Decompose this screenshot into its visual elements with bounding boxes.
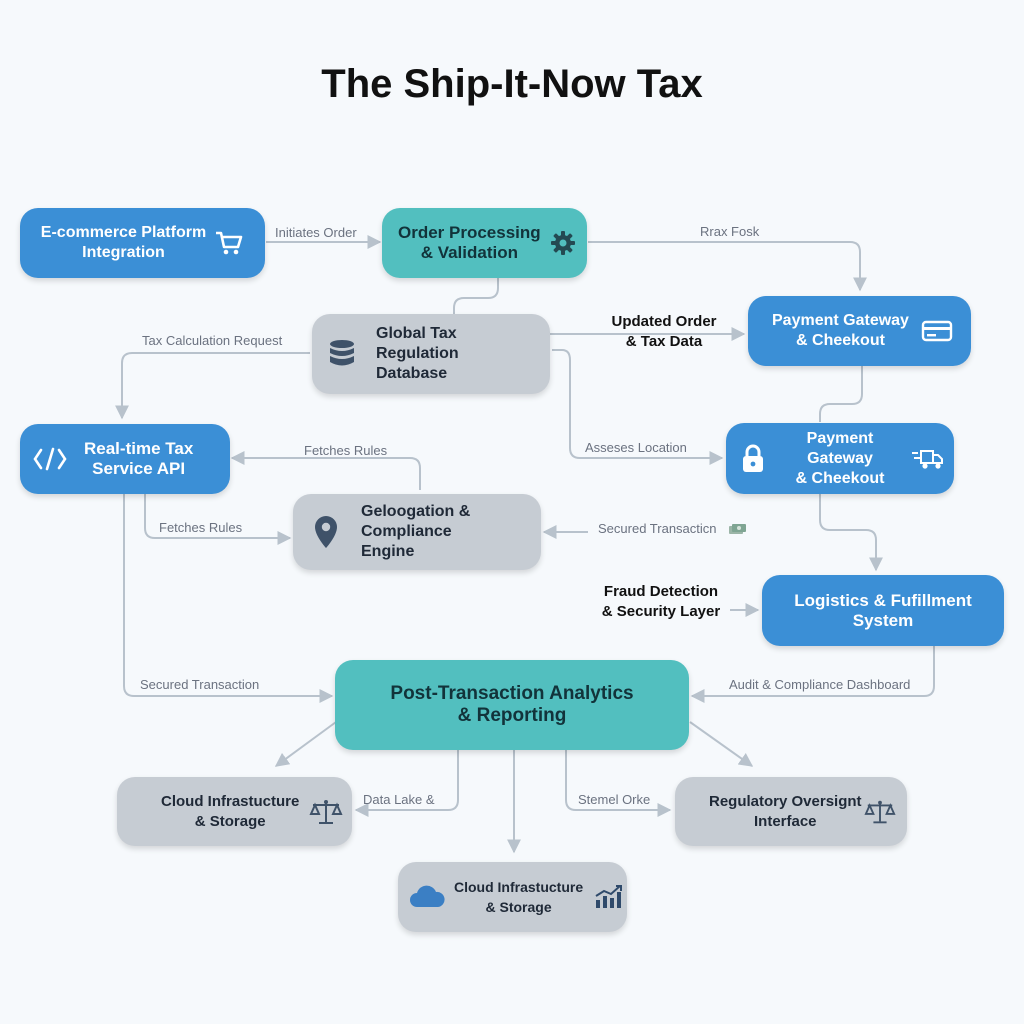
node-label: Payment Gateway & Cheekout — [795, 429, 885, 487]
node-payment-gateway-top[interactable]: Payment Gateway & Cheekout — [748, 296, 971, 366]
edge-globaltax-to-payment2 — [552, 349, 724, 465]
edge-order-to-payment1 — [588, 241, 867, 292]
edge-payment2-to-logistics — [819, 494, 883, 572]
node-ecommerce-platform[interactable]: E-commerce Platform Integration — [20, 208, 265, 278]
edge-order-to-globaltax — [453, 278, 499, 314]
edge-label-assesses-location: Asseses Location — [585, 440, 687, 455]
edge-label-tax-calculation-request: Tax Calculation Request — [142, 333, 283, 348]
edge-label-audit-dashboard: Audit & Compliance Dashboard — [729, 677, 911, 692]
bar-chart-icon — [593, 884, 623, 910]
delivery-truck-icon — [910, 447, 944, 471]
cloud-icon — [408, 884, 446, 910]
node-label: Order Processing & Validation — [398, 223, 541, 262]
edge-label-fetches-rules-top: Fetches Rules — [304, 443, 388, 458]
node-global-tax-database[interactable]: Global Tax Regulation Database — [312, 314, 550, 394]
node-label: Regulatory Oversignt Interface — [709, 792, 862, 830]
edge-analytics-to-cloudleft — [354, 750, 459, 817]
edge-logistics-to-analytics — [690, 646, 935, 703]
edge-payment1-to-payment2 — [819, 366, 863, 422]
node-payment-gateway-second[interactable]: Payment Gateway & Cheekout — [726, 423, 954, 494]
code-icon — [32, 446, 68, 472]
edge-analytics-to-cloudleft-diag — [274, 721, 337, 767]
node-label: Real-time Tax Service API — [84, 439, 194, 478]
edge-realtime-to-analytics — [123, 494, 334, 703]
node-realtime-tax-api[interactable]: Real-time Tax Service API — [20, 424, 230, 494]
node-logistics-system[interactable]: Logistics & Fufillment System — [762, 575, 1004, 646]
node-cloud-storage-bottom[interactable]: Cloud Infrastucture & Storage — [398, 862, 627, 932]
node-regulatory-interface[interactable]: Regulatory Oversignt Interface — [675, 777, 907, 846]
node-label: Cloud Infrastucture & Storage — [161, 792, 300, 830]
node-label: Post-Transaction Analytics & Reporting — [390, 683, 634, 726]
node-label: Logistics & Fufillment System — [794, 590, 972, 630]
edge-label-fetches-rules-left: Fetches Rules — [159, 520, 243, 535]
label-updated-order-tax-data: Updated Order & Tax Data — [611, 313, 717, 350]
edge-taxcalc-to-realtime — [115, 352, 310, 420]
node-order-processing[interactable]: Order Processing & Validation — [382, 208, 587, 278]
node-label: Geloogation & Compliance Engine — [361, 503, 471, 560]
edge-geoloc-to-realtime — [230, 451, 421, 490]
edge-label-secured-transaction-left: Secured Transaction — [140, 677, 260, 692]
shopping-cart-icon — [214, 230, 244, 256]
map-pin-icon — [313, 514, 339, 550]
edge-analytics-to-regulatory — [565, 750, 672, 817]
node-geolocation-engine[interactable]: Geloogation & Compliance Engine — [293, 494, 541, 570]
node-label: Cloud Infrastucture & Storage — [454, 879, 584, 915]
node-cloud-storage-left[interactable]: Cloud Infrastucture & Storage — [117, 777, 352, 846]
edge-label-initiates-order: Initiates Order — [275, 225, 357, 240]
label-fraud-detection-security: Fraud Detection & Security Layer — [601, 583, 721, 620]
node-label: E-commerce Platform Integration — [40, 224, 207, 261]
edge-label-rrax-fosk: Rrax Fosk — [700, 224, 760, 239]
node-label: Payment Gateway & Cheekout — [772, 312, 909, 349]
edge-label-secured-transaction-right: Secured Transacticn — [598, 521, 717, 536]
credit-card-icon — [921, 319, 953, 343]
edge-analytics-to-regulatory-diag — [689, 721, 754, 767]
lock-icon — [740, 443, 766, 475]
gear-icon — [549, 229, 577, 257]
database-icon — [328, 339, 356, 369]
scales-icon — [309, 798, 343, 826]
edge-label-data-lake: Data Lake & — [363, 792, 435, 807]
money-icon — [728, 522, 748, 541]
node-analytics-reporting[interactable]: Post-Transaction Analytics & Reporting — [335, 660, 689, 750]
edge-realtime-to-geoloc — [144, 494, 292, 545]
scales-icon — [863, 798, 896, 826]
node-label: Global Tax Regulation Database — [376, 325, 459, 382]
edge-label-stemel-orke: Stemel Orke — [578, 792, 651, 807]
page-title: The Ship-It-Now Tax — [321, 62, 703, 106]
